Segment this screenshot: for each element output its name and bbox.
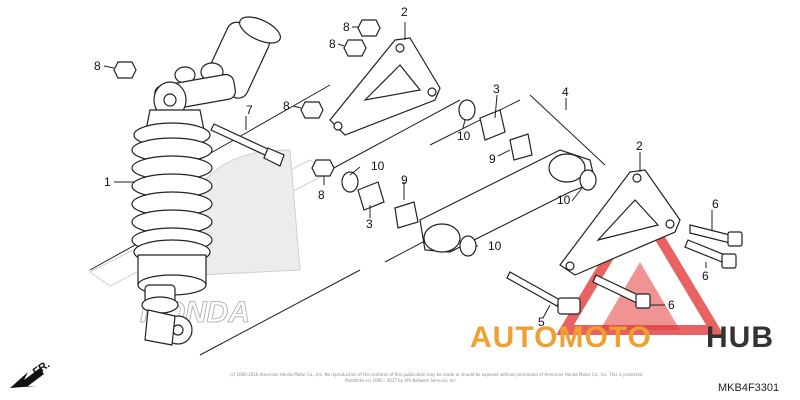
callout-3a: 3 [493, 82, 500, 96]
seal-10d [459, 235, 477, 257]
bushings-and-seals [341, 99, 597, 257]
nut-8d [300, 101, 324, 119]
bracket-2-lower [559, 169, 681, 276]
collar-3b [357, 181, 385, 211]
nut-group-8 [113, 19, 381, 177]
callout-2a: 2 [401, 5, 408, 19]
callout-6c: 6 [668, 298, 675, 312]
callout-7: 7 [246, 103, 253, 117]
nut-8a [113, 61, 137, 79]
bolt-7 [210, 123, 285, 167]
front-arrow-icon [10, 368, 44, 388]
callout-1: 1 [104, 175, 111, 189]
shock-absorber [131, 16, 281, 346]
callout-8e: 8 [318, 188, 325, 202]
bolt-group-6 [592, 224, 743, 309]
front-direction-indicator: FR. [10, 358, 52, 388]
bolt-5 [506, 271, 581, 315]
callout-3b: 3 [366, 217, 373, 231]
callout-9b: 9 [401, 173, 408, 187]
nut-8e [311, 159, 335, 177]
part-code: MKB4F3301 [718, 382, 779, 394]
callout-10b: 10 [371, 159, 385, 173]
leader-lines [103, 22, 713, 319]
bracket-2-upper [329, 37, 441, 136]
callout-8a: 8 [94, 59, 101, 73]
callout-10a: 10 [457, 129, 471, 143]
bolt-6a [689, 224, 731, 244]
callout-6b: 6 [702, 269, 709, 283]
nut-8c [343, 39, 367, 57]
link-arm-4 [419, 149, 596, 253]
callout-6a: 6 [712, 197, 719, 211]
bolt-6b [684, 239, 726, 263]
watermark-text-hub: HUB [706, 321, 774, 354]
bearing-9a [509, 133, 533, 161]
bearing-9b [394, 201, 419, 229]
seal-10a [458, 99, 476, 121]
copyright-line-2: Partsfiche (c) 2000 - 2017 by ARI Networ… [345, 378, 457, 383]
callout-8d: 8 [283, 99, 290, 113]
callout-5: 5 [538, 315, 545, 329]
spring-coils [131, 137, 213, 253]
collar-3a [479, 109, 506, 141]
nut-8b [357, 19, 381, 37]
seal-10b [341, 171, 359, 193]
callout-8c: 8 [329, 37, 336, 51]
watermark-text-automoto: AUTOMOTO [470, 321, 652, 354]
seal-10c [579, 169, 597, 191]
callout-8b: 8 [343, 20, 350, 34]
callout-2b: 2 [636, 139, 643, 153]
callout-10d: 10 [488, 239, 502, 253]
callout-4: 4 [562, 85, 569, 99]
callout-labels: 1 2 2 3 3 4 5 6 6 6 7 8 8 8 8 8 9 9 10 1… [94, 5, 719, 329]
callout-10c: 10 [557, 193, 571, 207]
automotohub-watermark: AUTOMOTO HUB [470, 321, 774, 354]
callout-9a: 9 [489, 152, 496, 166]
copyright-line-1: (c) 2000-2016 American Honda Motor Co., … [230, 372, 643, 377]
